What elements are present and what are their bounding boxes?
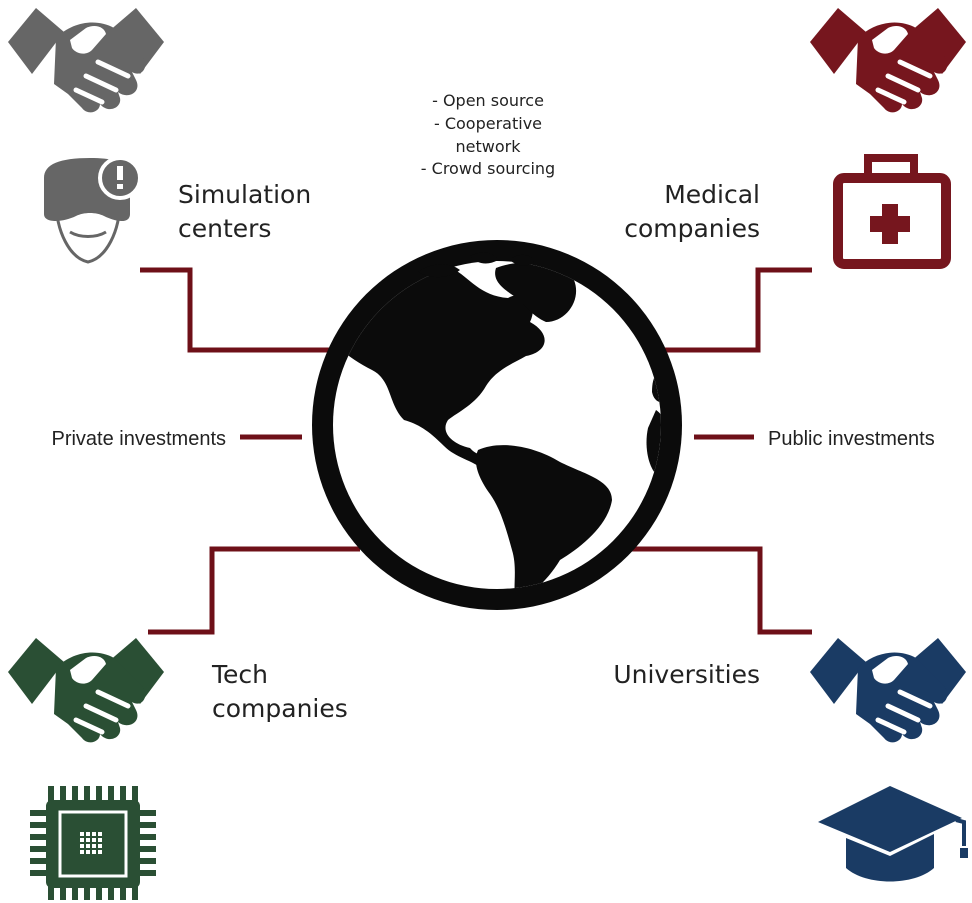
private-investments-label: Private investments [51, 428, 226, 450]
public-investments-label: Public investments [768, 428, 935, 450]
handshake-icon [810, 638, 966, 745]
node-simulation-centers: Simulation centers [8, 8, 311, 264]
bullet-network: network [456, 137, 522, 156]
simulation-label-line1: Simulation [178, 180, 311, 209]
bullet-open-source: - Open source [432, 91, 544, 110]
globe-americas-icon [312, 240, 682, 610]
universities-label: Universities [613, 660, 760, 689]
vr-headset-icon [44, 156, 142, 264]
handshake-icon [8, 638, 164, 745]
tech-label-line1: Tech [211, 660, 268, 689]
connector-tech [148, 546, 360, 635]
bullet-cooperative: - Cooperative [434, 114, 542, 133]
node-universities: Universities [613, 638, 968, 882]
first-aid-kit-icon [833, 154, 951, 269]
connector-universities [600, 546, 812, 635]
simulation-label-line2: centers [178, 214, 271, 243]
medical-label-line2: companies [624, 214, 760, 243]
center-bullet-list: - Open source - Cooperative network - Cr… [421, 91, 555, 178]
graduation-cap-icon [818, 786, 968, 882]
node-tech-companies: Tech companies [8, 638, 348, 900]
bullet-crowd-sourcing: - Crowd sourcing [421, 159, 555, 178]
handshake-icon [8, 8, 164, 115]
connector-simulation [140, 267, 405, 353]
medical-label-line1: Medical [664, 180, 760, 209]
tech-label-line2: companies [212, 694, 348, 723]
handshake-icon [810, 8, 966, 115]
microchip-icon [30, 786, 156, 900]
connector-lines [140, 267, 812, 635]
node-medical-companies: Medical companies [624, 8, 966, 269]
